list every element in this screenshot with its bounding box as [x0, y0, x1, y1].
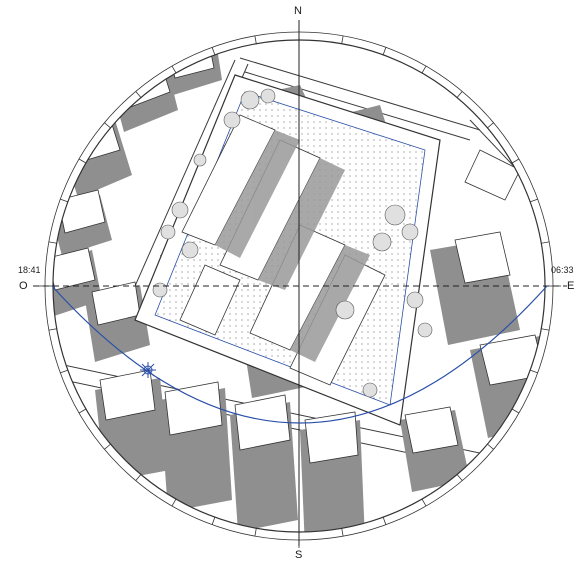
compass-tick [60, 198, 68, 203]
compass-tick [254, 35, 257, 44]
compass-tick [48, 241, 57, 244]
compass-tick [104, 443, 111, 450]
compass-tick [341, 528, 344, 537]
sunset-time-label: 18:41 [18, 265, 41, 275]
north-label: N [294, 5, 302, 17]
sunrise-time-label: 06:33 [551, 265, 574, 275]
compass-tick [530, 369, 538, 374]
compass-tick [382, 517, 387, 525]
compass-tick [541, 328, 550, 331]
compass-tick [382, 47, 387, 55]
surrounding-buildings [53, 40, 545, 464]
compass-tick [78, 158, 87, 164]
south-label: S [295, 549, 303, 561]
compass-tick [60, 369, 68, 374]
compass-tick [456, 474, 463, 481]
compass-tick [530, 198, 538, 203]
compass-tick [421, 65, 427, 74]
compass-tick [135, 474, 142, 481]
cardinal-axes [33, 20, 567, 546]
compass-tick [211, 517, 216, 525]
compass-tick [511, 158, 520, 164]
sun-path [51, 285, 548, 424]
east-label: E [567, 280, 575, 292]
compass-tick [487, 122, 494, 129]
compass-tick [341, 35, 344, 44]
compass-tick [211, 47, 216, 55]
compass-tick [48, 328, 57, 331]
compass-tick [511, 408, 520, 414]
compass-tick [171, 65, 177, 74]
compass-tick [456, 91, 463, 98]
compass-tick [541, 241, 550, 244]
site-shadows [215, 130, 370, 362]
sun-symbol [140, 362, 156, 378]
compass-tick [421, 498, 427, 507]
compass-tick [254, 528, 257, 537]
west-label: O [19, 280, 28, 292]
compass-tick [171, 498, 177, 507]
compass-tick [78, 408, 87, 414]
compass-ticks [37, 24, 561, 548]
compass-tick [104, 122, 111, 129]
trees [152, 88, 433, 398]
compass-tick [135, 91, 142, 98]
compass-tick [487, 443, 494, 450]
project-site [134, 74, 441, 426]
